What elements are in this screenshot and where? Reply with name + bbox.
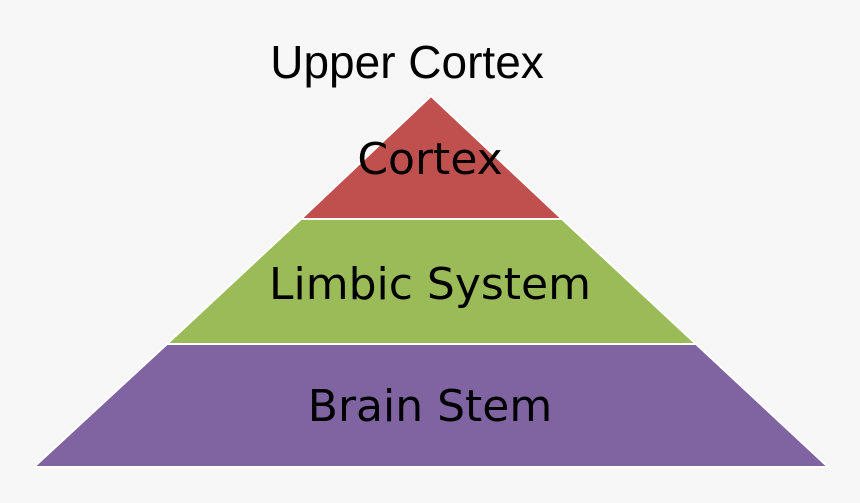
tier-limbic-system-label: Limbic System [269,259,591,310]
tier-brain-stem-shape [31,343,831,468]
tier-brain-stem-label: Brain Stem [308,381,552,432]
tier-cortex-label: Cortex [357,134,502,185]
apex-label: Upper Cortex [270,36,544,88]
